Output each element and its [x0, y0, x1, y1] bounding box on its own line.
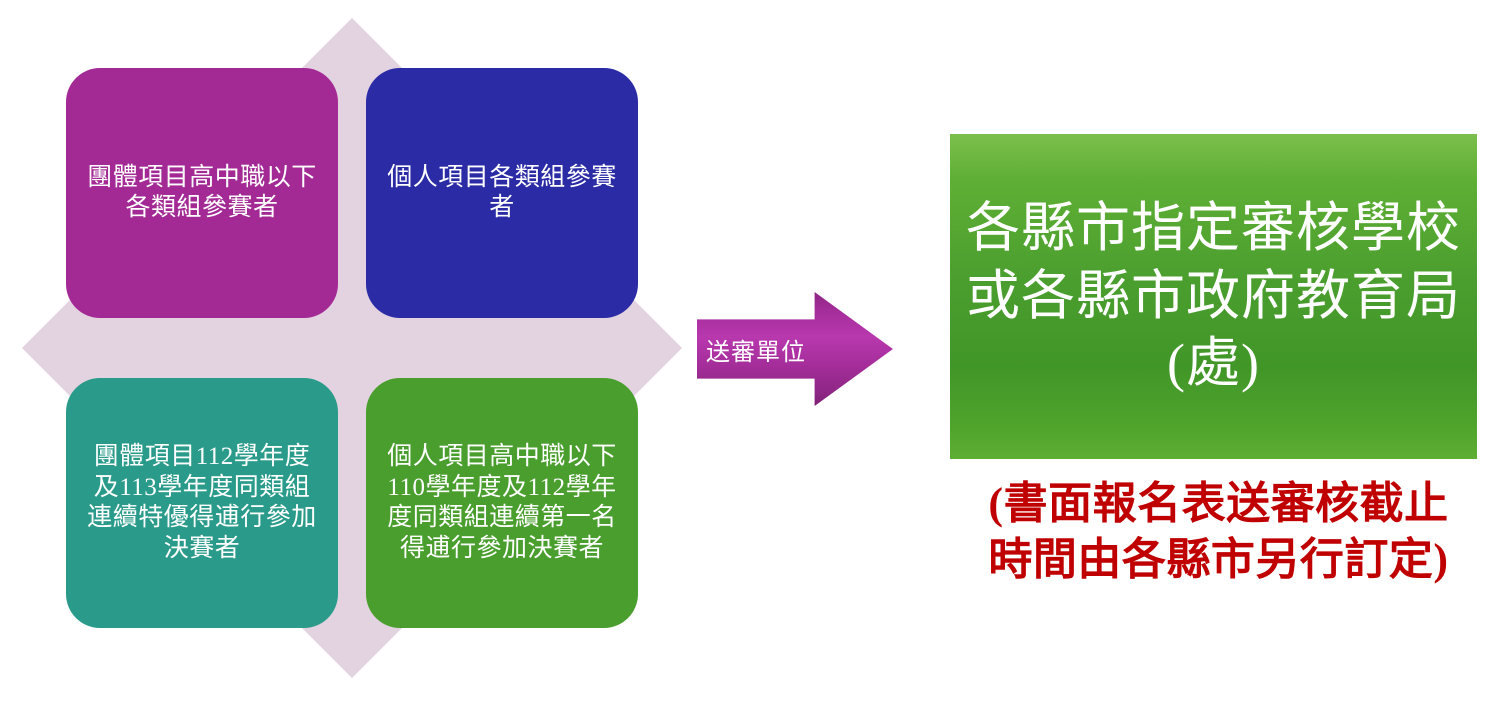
deadline-note-line-2: 時間由各縣市另行訂定) — [988, 535, 1449, 585]
quadrant-box-group-events-consecutive-excellence[interactable]: 團體項目112學年度及113學年度同類組連續特優得逋行參加決賽者 — [66, 378, 338, 628]
arrow-label: 送審單位 — [706, 339, 806, 366]
quadrant-box-individual-events-consecutive-first-place[interactable]: 個人項目高中職以下110學年度及112學年度同類組連續第一名得逋行參加決賽者 — [366, 378, 638, 628]
destination-panel-label: 各縣市指定審核學校或各縣市政府教育局(處) — [966, 198, 1461, 394]
quadrant-box-individual-events-all-groups[interactable]: 個人項目各類組參賽者 — [366, 68, 638, 318]
quadrant-box-label: 個人項目高中職以下110學年度及112學年度同類組連續第一名得逋行參加決賽者 — [387, 443, 617, 562]
quadrant-box-label: 個人項目各類組參賽者 — [387, 163, 617, 222]
quadrant-box-label: 團體項目高中職以下各類組參賽者 — [87, 163, 317, 222]
quadrant-box-group-events-senior-high-and-below[interactable]: 團體項目高中職以下各類組參賽者 — [66, 68, 338, 318]
quadrant-grid: 團體項目高中職以下各類組參賽者 個人項目各類組參賽者 團體項目112學年度及11… — [66, 68, 638, 628]
deadline-note: (書面報名表送審核截止 時間由各縣市另行訂定) — [946, 476, 1491, 589]
destination-panel[interactable]: 各縣市指定審核學校或各縣市政府教育局(處) — [950, 134, 1477, 459]
deadline-note-line-1: (書面報名表送審核截止 — [988, 479, 1449, 528]
eligibility-groups-cluster: 團體項目高中職以下各類組參賽者 個人項目各類組參賽者 團體項目112學年度及11… — [0, 0, 700, 709]
submission-flow-arrow: 送審單位 — [697, 292, 893, 406]
quadrant-box-label: 團體項目112學年度及113學年度同類組連續特優得逋行參加決賽者 — [87, 443, 317, 562]
